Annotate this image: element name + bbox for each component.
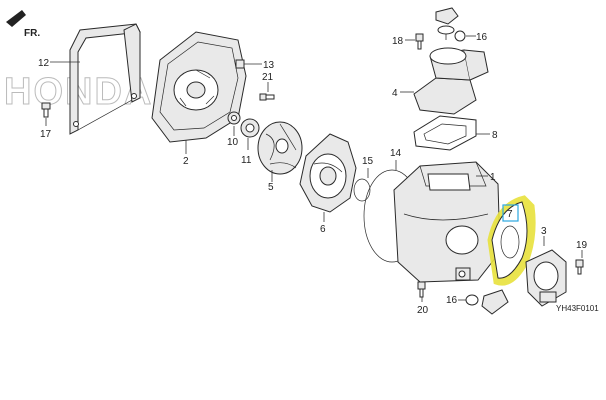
part-13-nut (235, 59, 245, 69)
callout-4: 4 (392, 88, 398, 99)
part-16-top-cap (435, 7, 459, 35)
part-4-suction-elbow (413, 47, 489, 115)
callout-2: 2 (183, 156, 189, 167)
callout-5: 5 (268, 182, 274, 193)
callout-7: 7 (507, 209, 513, 220)
callout-21: 21 (262, 72, 274, 83)
part-12-frame (69, 23, 141, 135)
part-8-gasket (413, 115, 477, 151)
callout-3: 3 (541, 226, 547, 237)
callout-20: 20 (417, 305, 429, 316)
callout-15: 15 (362, 156, 374, 167)
callout-1: 1 (490, 172, 496, 183)
part-17-bolt (41, 102, 51, 118)
callout-19: 19 (576, 240, 588, 251)
fr-arrow-icon (6, 10, 26, 27)
callout-13: 13 (263, 60, 275, 71)
part-20-bolt (417, 281, 426, 298)
part-16-drain-plug (465, 289, 509, 315)
part-5-impeller (257, 121, 303, 175)
callout-18: 18 (392, 36, 404, 47)
part-10-seal (227, 111, 241, 125)
figure-code: YH43F0101 (556, 304, 599, 313)
callout-12: 12 (38, 58, 50, 69)
fr-label: FR. (24, 28, 40, 39)
part-15-o-ring (353, 178, 371, 202)
callout-7-box (502, 204, 519, 222)
part-19-bolt (575, 259, 584, 275)
callout-10: 10 (227, 137, 239, 148)
callout-17: 17 (40, 129, 52, 140)
part-21-bolt (259, 93, 275, 101)
part-11-mech-seal (240, 118, 260, 138)
callout-11: 11 (241, 155, 252, 166)
part-6-volute (299, 133, 357, 213)
part-3-discharge-flange (525, 249, 567, 307)
callout-14: 14 (390, 148, 402, 159)
callout-6: 6 (320, 224, 326, 235)
callout-8: 8 (492, 130, 498, 141)
callout-16-bottom: 16 (446, 295, 458, 306)
part-1-pump-casing (393, 161, 501, 283)
part-18-bolt (415, 33, 424, 50)
callout-16-top: 16 (476, 32, 488, 43)
front-direction-indicator: FR. (6, 10, 40, 39)
part-7-gasket-highlight (487, 195, 536, 286)
part-2-side-cover (151, 31, 247, 143)
